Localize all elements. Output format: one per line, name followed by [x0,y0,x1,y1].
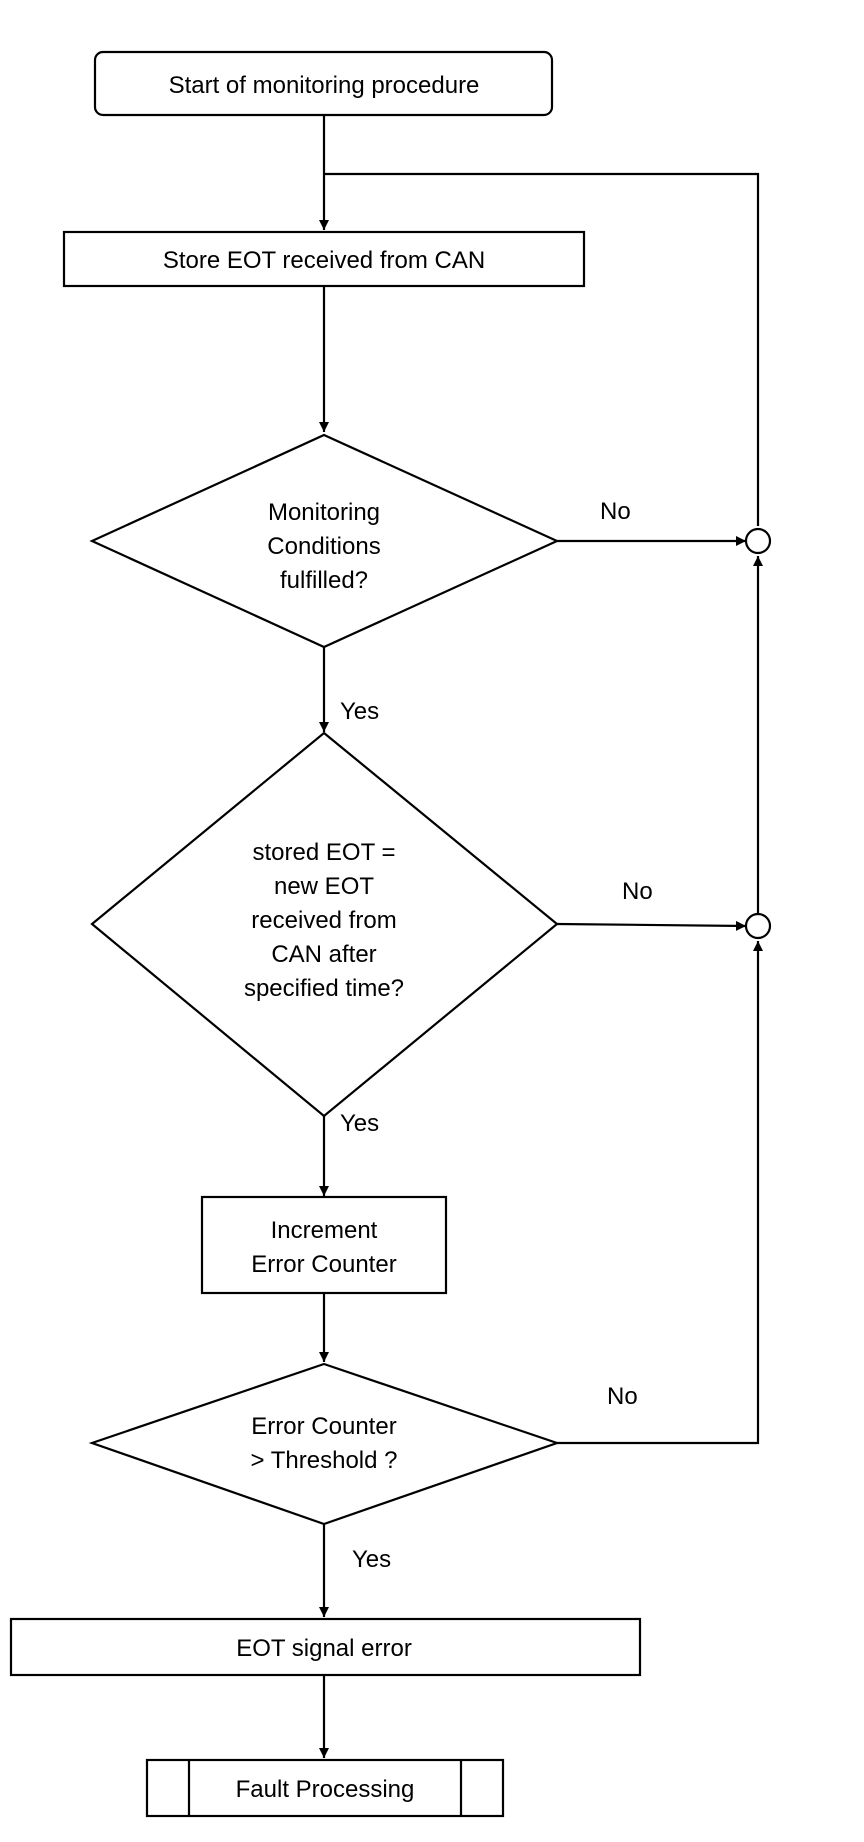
eot-signal-error-box: EOT signal error [9,1617,642,1677]
increment-line-1: Increment [271,1217,378,1244]
cond1-no-label: No [600,498,631,525]
eot-signal-error-label: EOT signal error [236,1635,412,1662]
junction-circle-1 [744,527,772,555]
cond3-yes-label: Yes [352,1546,391,1573]
junction-circle-2 [744,912,772,940]
fault-processing-box: Fault Processing [145,1758,505,1818]
cond2-yes-label: Yes [340,1110,379,1137]
cond2-line-4: CAN after [271,941,376,968]
start-terminal: Start of monitoring procedure [93,50,554,117]
increment-line-2: Error Counter [251,1251,396,1278]
cond3-line-1: Error Counter [251,1413,396,1440]
cond3-no-label: No [607,1383,638,1410]
cond2-line-5: specified time? [244,975,404,1002]
cond2-line-2: new EOT [274,873,374,900]
cond3-line-2: > Threshold ? [251,1447,398,1474]
cond2-line-3: received from [251,907,396,934]
connectors [319,115,763,1758]
edge-cond2-no [556,920,747,931]
cond2-no-label: No [622,878,653,905]
start-label: Start of monitoring procedure [169,72,480,99]
edge-loop-back-to-store [324,172,760,526]
fault-processing-label: Fault Processing [236,1776,415,1803]
increment-error-counter-box: Increment Error Counter [200,1195,448,1295]
cond1-line-2: Conditions [267,533,380,560]
cond1-yes-label: Yes [340,698,379,725]
cond1-line-3: fulfilled? [280,567,368,594]
edge-cond3-no [557,941,763,1445]
cond1-line-1: Monitoring [268,499,380,526]
store-eot-label: Store EOT received from CAN [163,247,485,274]
error-counter-threshold-decision: Error Counter > Threshold ? [88,1362,561,1526]
stored-eot-compare-decision: stored EOT = new EOT received from CAN a… [90,731,559,1118]
cond2-line-1: stored EOT = [253,839,396,866]
store-eot-box: Store EOT received from CAN [62,230,586,288]
monitoring-conditions-decision: Monitoring Conditions fulfilled? [89,433,560,649]
